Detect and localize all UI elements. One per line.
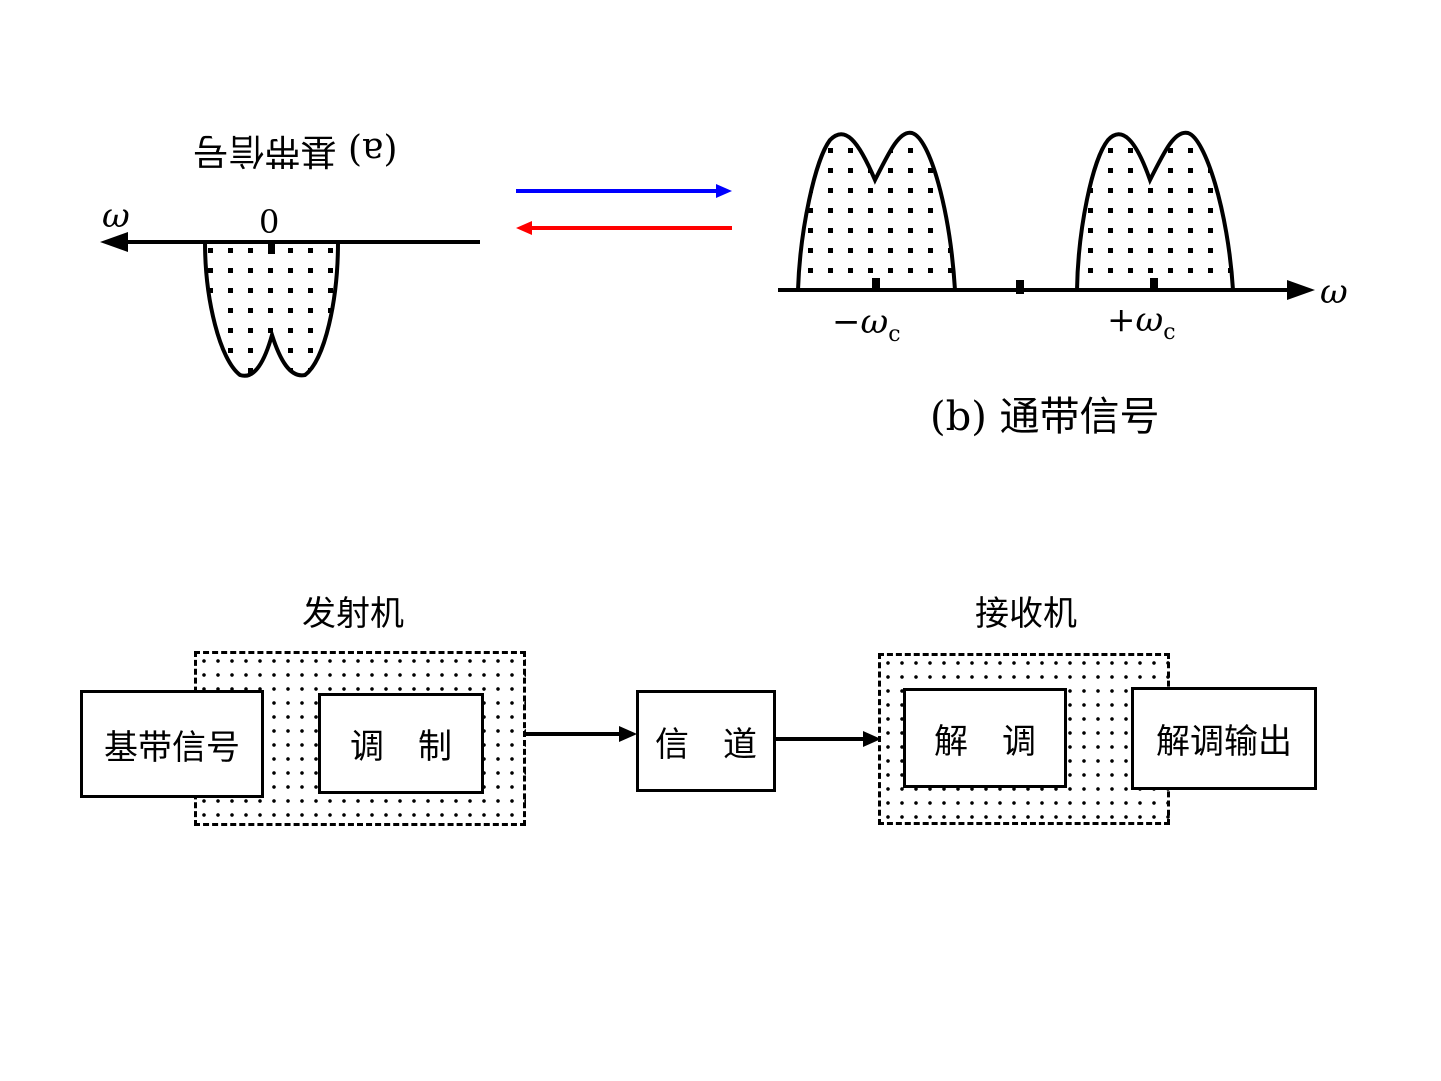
origin-tick [1016, 280, 1024, 294]
demod-output-block: 解调输出 [1131, 687, 1317, 790]
pos-carrier-tick [1150, 278, 1158, 290]
pos-carrier-symbol: +ω [1107, 300, 1164, 340]
baseband-spectrum-shape [202, 240, 341, 378]
passband-spectrum [778, 130, 1315, 300]
baseband-axis-arrowhead [100, 232, 128, 252]
neg-carrier-tick [872, 278, 880, 290]
baseband-signal-block: 基带信号 [80, 690, 264, 798]
receiver-title: 接收机 [975, 594, 1077, 634]
arrowhead [863, 731, 881, 747]
transform-arrows [516, 184, 732, 235]
passband-axis-arrowhead [1287, 280, 1315, 300]
carrier-subscript: c [1163, 319, 1176, 345]
forward-arrowhead [716, 184, 732, 198]
channel-block: 信 道 [636, 690, 776, 792]
baseband-caption: (a) 基带信号 [192, 130, 398, 171]
passband-caption: (b) 通带信号 [930, 394, 1160, 440]
pos-sideband-shape [1074, 130, 1236, 292]
demodulator-block: 解 调 [903, 688, 1067, 788]
baseband-origin-label: 0 [259, 203, 280, 241]
neg-sideband-shape [795, 130, 958, 292]
modulator-block: 调 制 [318, 693, 484, 794]
arrowhead [619, 726, 637, 742]
baseband-origin-tick [268, 242, 275, 254]
baseband-omega-label: ω [102, 196, 130, 236]
carrier-subscript: c [888, 321, 901, 347]
baseband-spectrum [100, 232, 480, 378]
pos-carrier-label: +ωc [1107, 300, 1176, 345]
passband-omega-label: ω [1320, 272, 1348, 312]
transmitter-title: 发射机 [302, 594, 404, 634]
neg-carrier-symbol: −ω [832, 302, 889, 342]
neg-carrier-label: −ωc [832, 302, 901, 347]
inverse-arrowhead [516, 221, 532, 235]
